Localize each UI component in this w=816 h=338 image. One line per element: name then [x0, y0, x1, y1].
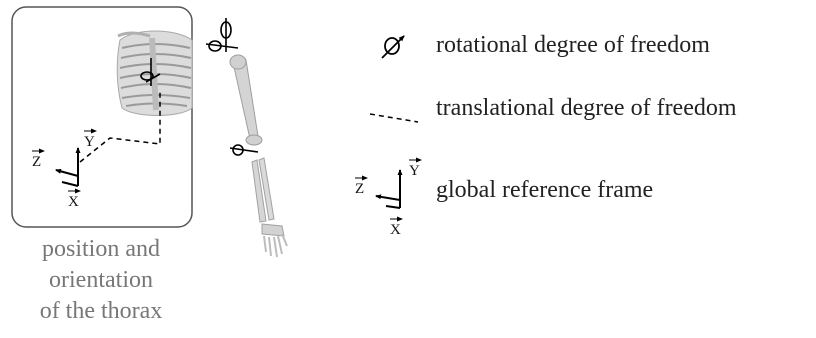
thorax-caption: position and orientation of the thorax	[8, 234, 194, 327]
thorax-axis-y-label: Y	[84, 134, 95, 150]
legend-global-frame	[375, 169, 403, 209]
legend-translation-line	[369, 113, 419, 123]
thorax-axis-z-label: Z	[32, 154, 41, 170]
translation-dashed-path	[79, 92, 161, 163]
thorax-axis-x-label: X	[68, 194, 79, 210]
legend-axis-z-label: Z	[355, 181, 364, 197]
rotation-symbols-skeleton	[140, 18, 259, 156]
legend-global-frame-labels: Y Z X	[355, 157, 422, 238]
legend-rotational-label: rotational degree of freedom	[436, 32, 710, 58]
legend-axis-y-label: Y	[409, 163, 420, 179]
arm-bones-illustration	[229, 54, 288, 258]
thorax-local-frame	[55, 147, 81, 187]
caption-line-3: of the thorax	[39, 298, 163, 324]
legend-rotation-icon	[381, 35, 405, 59]
thorax-frame-box	[11, 6, 193, 228]
legend-translational-label: translational degree of freedom	[436, 95, 737, 121]
thorax-frame-labels: Y Z X	[32, 128, 97, 210]
caption-line-2: orientation	[49, 267, 153, 293]
legend-axis-x-label: X	[390, 222, 401, 238]
caption-line-1: position and	[42, 236, 160, 262]
rib-cage-illustration	[116, 30, 193, 116]
legend-global-label: global reference frame	[436, 177, 654, 203]
